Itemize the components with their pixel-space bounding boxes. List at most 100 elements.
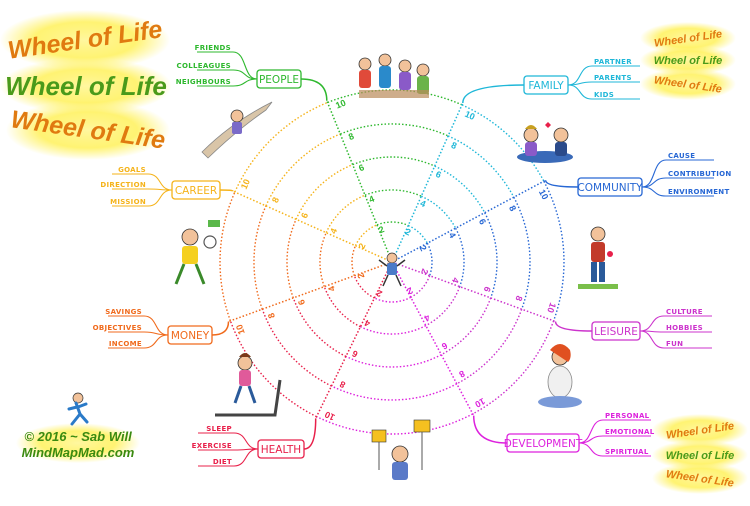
child-label-community-3[interactable]: ENVIRONMENT <box>668 188 730 196</box>
child-label-family-3[interactable]: KIDS <box>594 91 614 99</box>
ring-arc-development-5 <box>316 413 474 435</box>
center-figure-icon <box>378 252 406 287</box>
child-label-people-1[interactable]: FRIENDS <box>195 44 231 52</box>
scale-label-people-8: 8 <box>347 131 355 142</box>
child-label-development-2[interactable]: EMOTIONAL <box>605 428 655 436</box>
branch-node-community[interactable]: COMMUNITY <box>577 177 643 197</box>
illustration-health-icon <box>215 353 282 417</box>
ring-arc-money-5 <box>219 191 236 322</box>
child-line-health-1 <box>198 432 259 450</box>
child-line-money-3 <box>108 334 169 349</box>
ring-arc-leisure-1 <box>410 275 431 298</box>
child-line-community-1 <box>641 159 714 188</box>
ring-arc-health-3 <box>292 297 347 358</box>
child-label-family-1[interactable]: PARTNER <box>594 58 632 66</box>
scale-label-career-8: 8 <box>270 196 281 205</box>
child-label-development-3[interactable]: SPIRITUAL <box>605 448 649 456</box>
ring-arc-money-3 <box>286 219 297 299</box>
child-line-community-2 <box>641 177 714 188</box>
branch-label-family: FAMILY <box>528 80 564 92</box>
illustration-family-icon <box>517 122 573 163</box>
child-label-family-2[interactable]: PARENTS <box>594 74 632 82</box>
child-line-family-1 <box>567 65 640 86</box>
child-line-money-1 <box>108 315 169 336</box>
ring-arc-community-5 <box>543 180 565 322</box>
illustration-leisure-icon <box>538 344 582 408</box>
spokes: 2468102468102468102468102468102468102468… <box>228 98 558 423</box>
child-line-family-3 <box>567 84 640 100</box>
child-label-community-1[interactable]: CAUSE <box>668 152 695 160</box>
child-line-people-3 <box>197 78 258 87</box>
child-label-money-3[interactable]: INCOME <box>109 340 142 348</box>
connector-health <box>303 418 317 450</box>
scale-label-family-10: 10 <box>463 109 476 122</box>
branch-node-career[interactable]: CAREER <box>171 180 221 200</box>
ring-arc-money-4 <box>253 205 267 310</box>
scale-label-leisure-8: 8 <box>513 294 524 302</box>
child-label-money-1[interactable]: SAVINGS <box>105 308 142 316</box>
ring-arc-leisure-2 <box>425 286 461 327</box>
connector-people <box>300 78 328 101</box>
ring-arc-career-5 <box>234 101 328 193</box>
scale-label-family-6: 6 <box>434 169 443 180</box>
ring-arc-health-1 <box>353 275 375 299</box>
ring-arc-money-2 <box>319 232 327 287</box>
scale-label-career-6: 6 <box>299 211 310 220</box>
ring-arc-health-2 <box>323 286 361 328</box>
child-label-health-3[interactable]: DIET <box>213 458 232 466</box>
child-label-people-3[interactable]: NEIGHBOURS <box>176 78 231 86</box>
child-label-health-1[interactable]: SLEEP <box>206 425 232 433</box>
connector-career <box>219 189 234 192</box>
scale-label-health-2: 2 <box>375 288 384 299</box>
spoke-money <box>228 261 393 323</box>
scale-label-money-4: 4 <box>326 285 337 293</box>
scale-label-money-10: 10 <box>234 323 247 336</box>
child-line-career-2 <box>112 188 173 191</box>
child-line-family-2 <box>567 81 640 86</box>
connector-leisure <box>554 321 593 332</box>
child-label-career-3[interactable]: MISSION <box>110 198 146 206</box>
child-label-leisure-1[interactable]: CULTURE <box>666 308 703 316</box>
child-label-health-2[interactable]: EXERCISE <box>192 442 232 450</box>
scale-label-leisure-2: 2 <box>419 267 430 275</box>
ring-arc-development-2 <box>360 324 427 335</box>
spoke-health <box>315 261 393 419</box>
branch-node-people[interactable]: PEOPLE <box>256 69 302 89</box>
child-label-leisure-2[interactable]: HOBBIES <box>666 324 703 332</box>
ring-arc-health-4 <box>261 308 332 387</box>
ring-arc-community-4 <box>513 196 531 310</box>
branch-node-leisure[interactable]: LEISURE <box>591 321 641 341</box>
child-label-money-2[interactable]: OBJECTIVES <box>93 324 142 332</box>
scale-label-people-10: 10 <box>334 98 347 111</box>
ring-arc-money-1 <box>351 245 357 276</box>
spoke-community <box>391 179 546 263</box>
spoke-development <box>391 261 475 416</box>
child-label-community-2[interactable]: CONTRIBUTION <box>668 170 732 178</box>
child-label-development-1[interactable]: PERSONAL <box>605 412 650 420</box>
scale-label-development-2: 2 <box>405 285 414 296</box>
credit-line-2: MindMapMad.com <box>22 445 135 460</box>
branch-node-health[interactable]: HEALTH <box>257 439 305 459</box>
scale-label-money-6: 6 <box>296 298 307 306</box>
child-label-people-2[interactable]: COLLEAGUES <box>177 62 231 70</box>
branch-node-development[interactable]: DEVELOPMENT <box>504 433 583 453</box>
branch-label-money: MONEY <box>171 330 210 342</box>
branch-node-money[interactable]: MONEY <box>167 325 213 345</box>
title-small-2: Wheel of Life <box>654 55 722 67</box>
child-label-career-1[interactable]: GOALS <box>118 166 146 174</box>
ring-arc-people-2 <box>364 189 422 197</box>
spoke-people <box>326 100 393 263</box>
title-flat: Wheel of Life <box>5 71 167 101</box>
ring-arc-family-1 <box>408 224 428 244</box>
child-label-career-2[interactable]: DIRECTION <box>100 181 146 189</box>
scale-label-family-4: 4 <box>419 198 428 209</box>
ring-arc-community-3 <box>484 212 498 299</box>
child-label-leisure-3[interactable]: FUN <box>666 340 683 348</box>
branch-node-family[interactable]: FAMILY <box>523 75 569 95</box>
scale-label-community-8: 8 <box>507 204 518 213</box>
illustration-career-icon <box>201 101 273 159</box>
illustration-money-icon <box>174 220 220 285</box>
connector-development <box>472 415 508 444</box>
runner-icon <box>67 392 89 426</box>
connector-family <box>462 84 525 104</box>
